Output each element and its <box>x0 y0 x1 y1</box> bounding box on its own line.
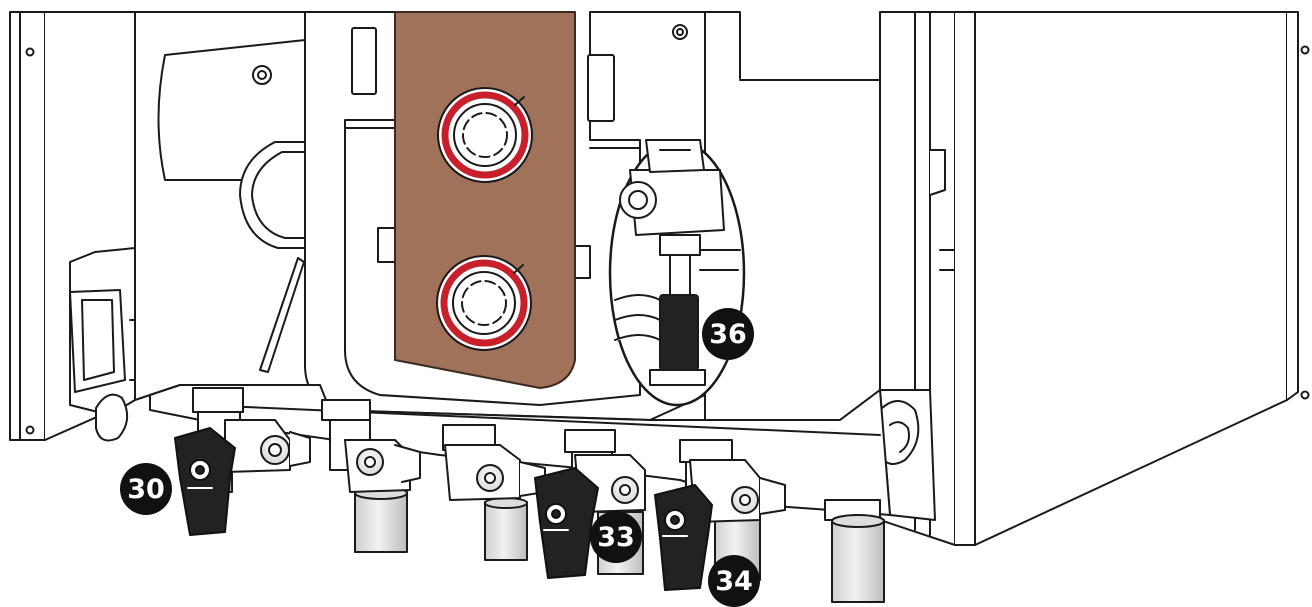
valve-handle-33[interactable] <box>534 467 599 579</box>
main-housing-left <box>134 11 321 401</box>
callout-36-label: 36 <box>709 319 747 350</box>
pipe-6 <box>824 499 885 603</box>
internal-detail-inset <box>608 139 746 407</box>
valve-body-3 <box>444 444 546 501</box>
callout-36: 36 <box>702 308 754 360</box>
callout-34: 34 <box>708 555 760 607</box>
valve-bodies <box>224 419 786 523</box>
callout-34-label: 34 <box>715 566 753 597</box>
callout-33: 33 <box>590 511 642 563</box>
right-housing <box>704 11 1310 546</box>
callout-30: 30 <box>120 463 172 515</box>
valve-handle-34[interactable] <box>654 484 713 591</box>
valve-body-30 <box>224 419 311 473</box>
valve-handles <box>174 427 713 591</box>
valve-handle-30[interactable] <box>174 427 236 536</box>
front-cover <box>394 11 576 389</box>
callout-30-label: 30 <box>127 474 165 505</box>
right-mounting-bracket <box>879 389 936 521</box>
service-port-bottom <box>436 255 532 351</box>
valve-body-2 <box>344 439 421 493</box>
callouts: 30 33 34 36 <box>120 308 760 607</box>
callout-33-label: 33 <box>597 522 635 553</box>
service-port-top <box>437 87 533 183</box>
